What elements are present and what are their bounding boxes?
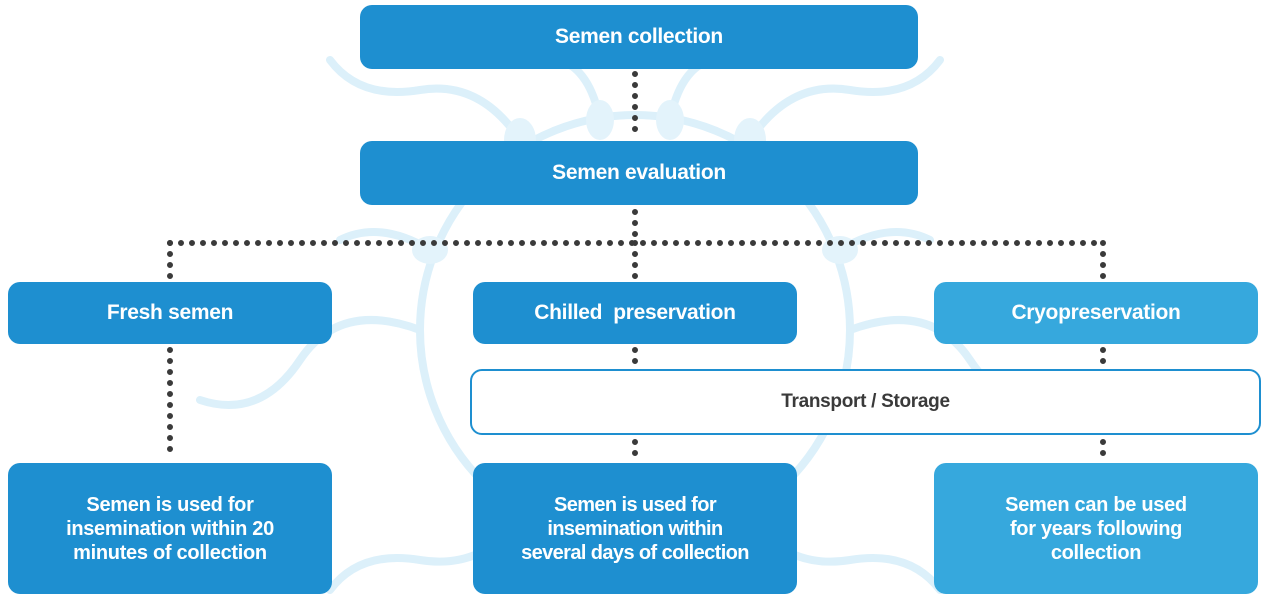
node-chilled-preservation: Chilled preservation [473,282,797,344]
node-semen-collection-label: Semen collection [555,25,723,49]
node-cryopreservation-label: Cryopreservation [1011,301,1181,325]
node-semen-evaluation: Semen evaluation [360,141,918,205]
node-fresh-semen-label: Fresh semen [106,301,234,325]
node-chilled-result: Semen is used for insemination within se… [473,463,797,594]
node-cryo-result-label: Semen can be used for years following co… [1005,493,1187,564]
node-transport-storage-label: Transport / Storage [781,390,950,412]
node-transport-storage: Transport / Storage [470,369,1261,435]
node-fresh-result-label: Semen is used for insemination within 20… [66,493,274,564]
node-chilled-preservation-label: Chilled preservation [534,301,736,325]
node-chilled-result-label: Semen is used for insemination within se… [521,493,749,564]
node-fresh-result: Semen is used for insemination within 20… [8,463,332,594]
node-semen-collection: Semen collection [360,5,918,69]
node-fresh-semen: Fresh semen [8,282,332,344]
node-semen-evaluation-label: Semen evaluation [552,161,726,185]
node-cryo-result: Semen can be used for years following co… [934,463,1258,594]
node-cryopreservation: Cryopreservation [934,282,1258,344]
